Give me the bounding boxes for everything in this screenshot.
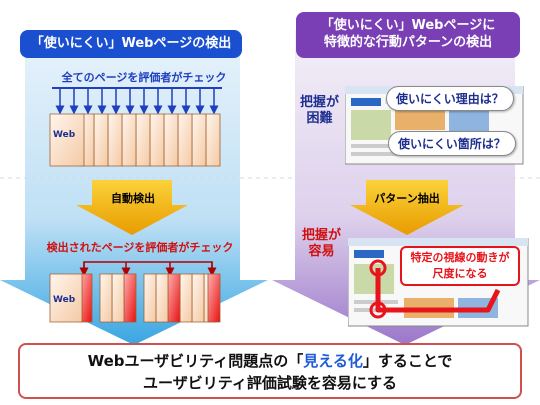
auto-detect-arrow: [76, 180, 188, 235]
conclusion-line1-after: 」することで: [362, 352, 453, 370]
easy-to-grasp-label: 把握が 容易: [302, 228, 341, 260]
pattern-extract-arrow: [350, 180, 464, 235]
conclusion-highlight: 見える化: [303, 352, 363, 370]
gaze-point-2: [369, 301, 387, 319]
bubble-location: 使いにくい箇所は？: [388, 131, 516, 156]
detected-page-stack: [49, 261, 221, 323]
detected-pages-label: 検出されたページを評価者がチェック: [46, 241, 234, 254]
page-stack-diagram: [49, 87, 222, 167]
web-stack-label: Web: [53, 130, 76, 140]
bubble-reason: 使いにくい理由は？: [386, 86, 514, 111]
hard-label-line2: 困難: [306, 111, 333, 126]
easy-label-line1: 把握が: [302, 228, 342, 243]
gaze-path: [375, 268, 501, 313]
hard-to-grasp-label: 把握が 困難: [300, 95, 339, 127]
conclusion-line2: ユーザビリティ評価試験を容易にする: [143, 374, 397, 392]
gaze-point-1: [369, 259, 387, 277]
hard-label-line1: 把握が: [300, 95, 340, 110]
right-header-line2: 特徴的な行動パターンの検出: [323, 35, 493, 50]
left-header: 「使いにくい」Webページの検出: [20, 30, 242, 58]
web-stack2-label: Web: [53, 295, 76, 305]
pattern-extract-label: パターン抽出: [374, 192, 440, 205]
callout-line2: 尺度になる: [432, 267, 488, 280]
conclusion-line1-before: Webユーザビリティ問題点の「: [87, 352, 304, 370]
easy-label-line2: 容易: [308, 244, 335, 259]
right-header-line1: 「使いにくい」Webページに: [320, 18, 496, 33]
conclusion-line1: Webユーザビリティ問題点の「見える化」することで: [20, 350, 520, 372]
gaze-callout: 特定の視線の動きが 尺度になる: [400, 246, 520, 286]
right-header: 「使いにくい」Webページに 特徴的な行動パターンの検出: [296, 12, 520, 58]
callout-line1: 特定の視線の動きが: [410, 251, 510, 264]
conclusion-box: Webユーザビリティ問題点の「見える化」することで ユーザビリティ評価試験を容易…: [18, 343, 522, 399]
auto-detect-label: 自動検出: [111, 192, 155, 205]
all-pages-label: 全てのページを評価者がチェック: [61, 71, 227, 84]
